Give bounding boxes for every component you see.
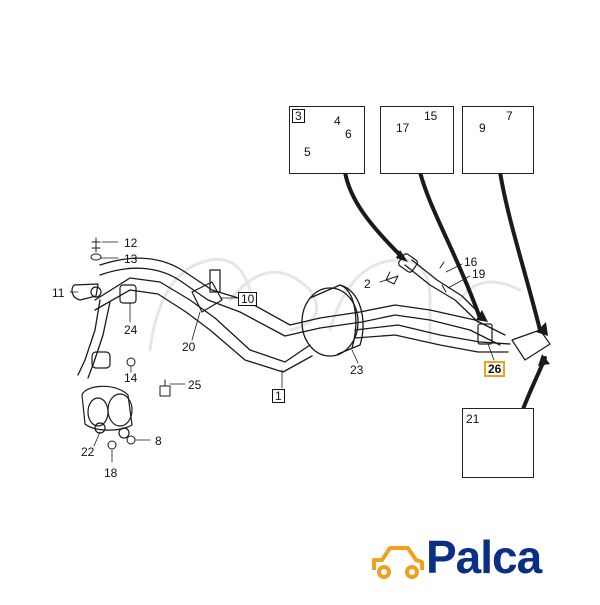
callout-1: 1	[272, 389, 285, 403]
valve-block	[71, 283, 133, 439]
callout-18: 18	[104, 466, 118, 480]
callout-19: 19	[472, 267, 486, 281]
logo-text: Palca	[426, 531, 542, 583]
leader-lines	[69, 241, 495, 463]
muffler	[301, 284, 364, 357]
callout-5: 5	[304, 145, 311, 159]
callout-8: 8	[155, 434, 162, 448]
callout-20: 20	[182, 340, 196, 354]
callout-24: 24	[124, 323, 138, 337]
callout-9: 9	[479, 121, 486, 135]
inset-box-17-15	[380, 106, 454, 174]
fittings	[90, 237, 447, 450]
callout-7: 7	[506, 109, 513, 123]
callout-14: 14	[124, 371, 138, 385]
pipe-bundle	[77, 257, 511, 379]
inset-arrows	[343, 170, 547, 414]
palca-logo: Palca	[368, 528, 580, 588]
callout-10: 10	[238, 292, 258, 306]
callout-17: 17	[396, 121, 410, 135]
callout-23: 23	[350, 363, 364, 377]
watermark	[148, 257, 522, 352]
callout-25: 25	[188, 378, 202, 392]
callout-16: 16	[464, 255, 478, 269]
callout-22: 22	[81, 445, 95, 459]
clamps	[119, 253, 551, 361]
callout-2: 2	[364, 277, 371, 291]
callout-12: 12	[124, 236, 138, 250]
callout-3: 3	[292, 109, 305, 123]
inset-box-21	[462, 408, 534, 478]
callout-11: 11	[52, 286, 65, 300]
callout-6: 6	[345, 127, 352, 141]
callout-4: 4	[334, 114, 341, 128]
callout-13: 13	[124, 252, 138, 266]
car-icon	[372, 546, 424, 579]
callout-21: 21	[466, 412, 480, 426]
inset-box-9-7	[462, 106, 534, 174]
callout-15: 15	[424, 109, 438, 123]
callout-26: 26	[484, 361, 506, 377]
